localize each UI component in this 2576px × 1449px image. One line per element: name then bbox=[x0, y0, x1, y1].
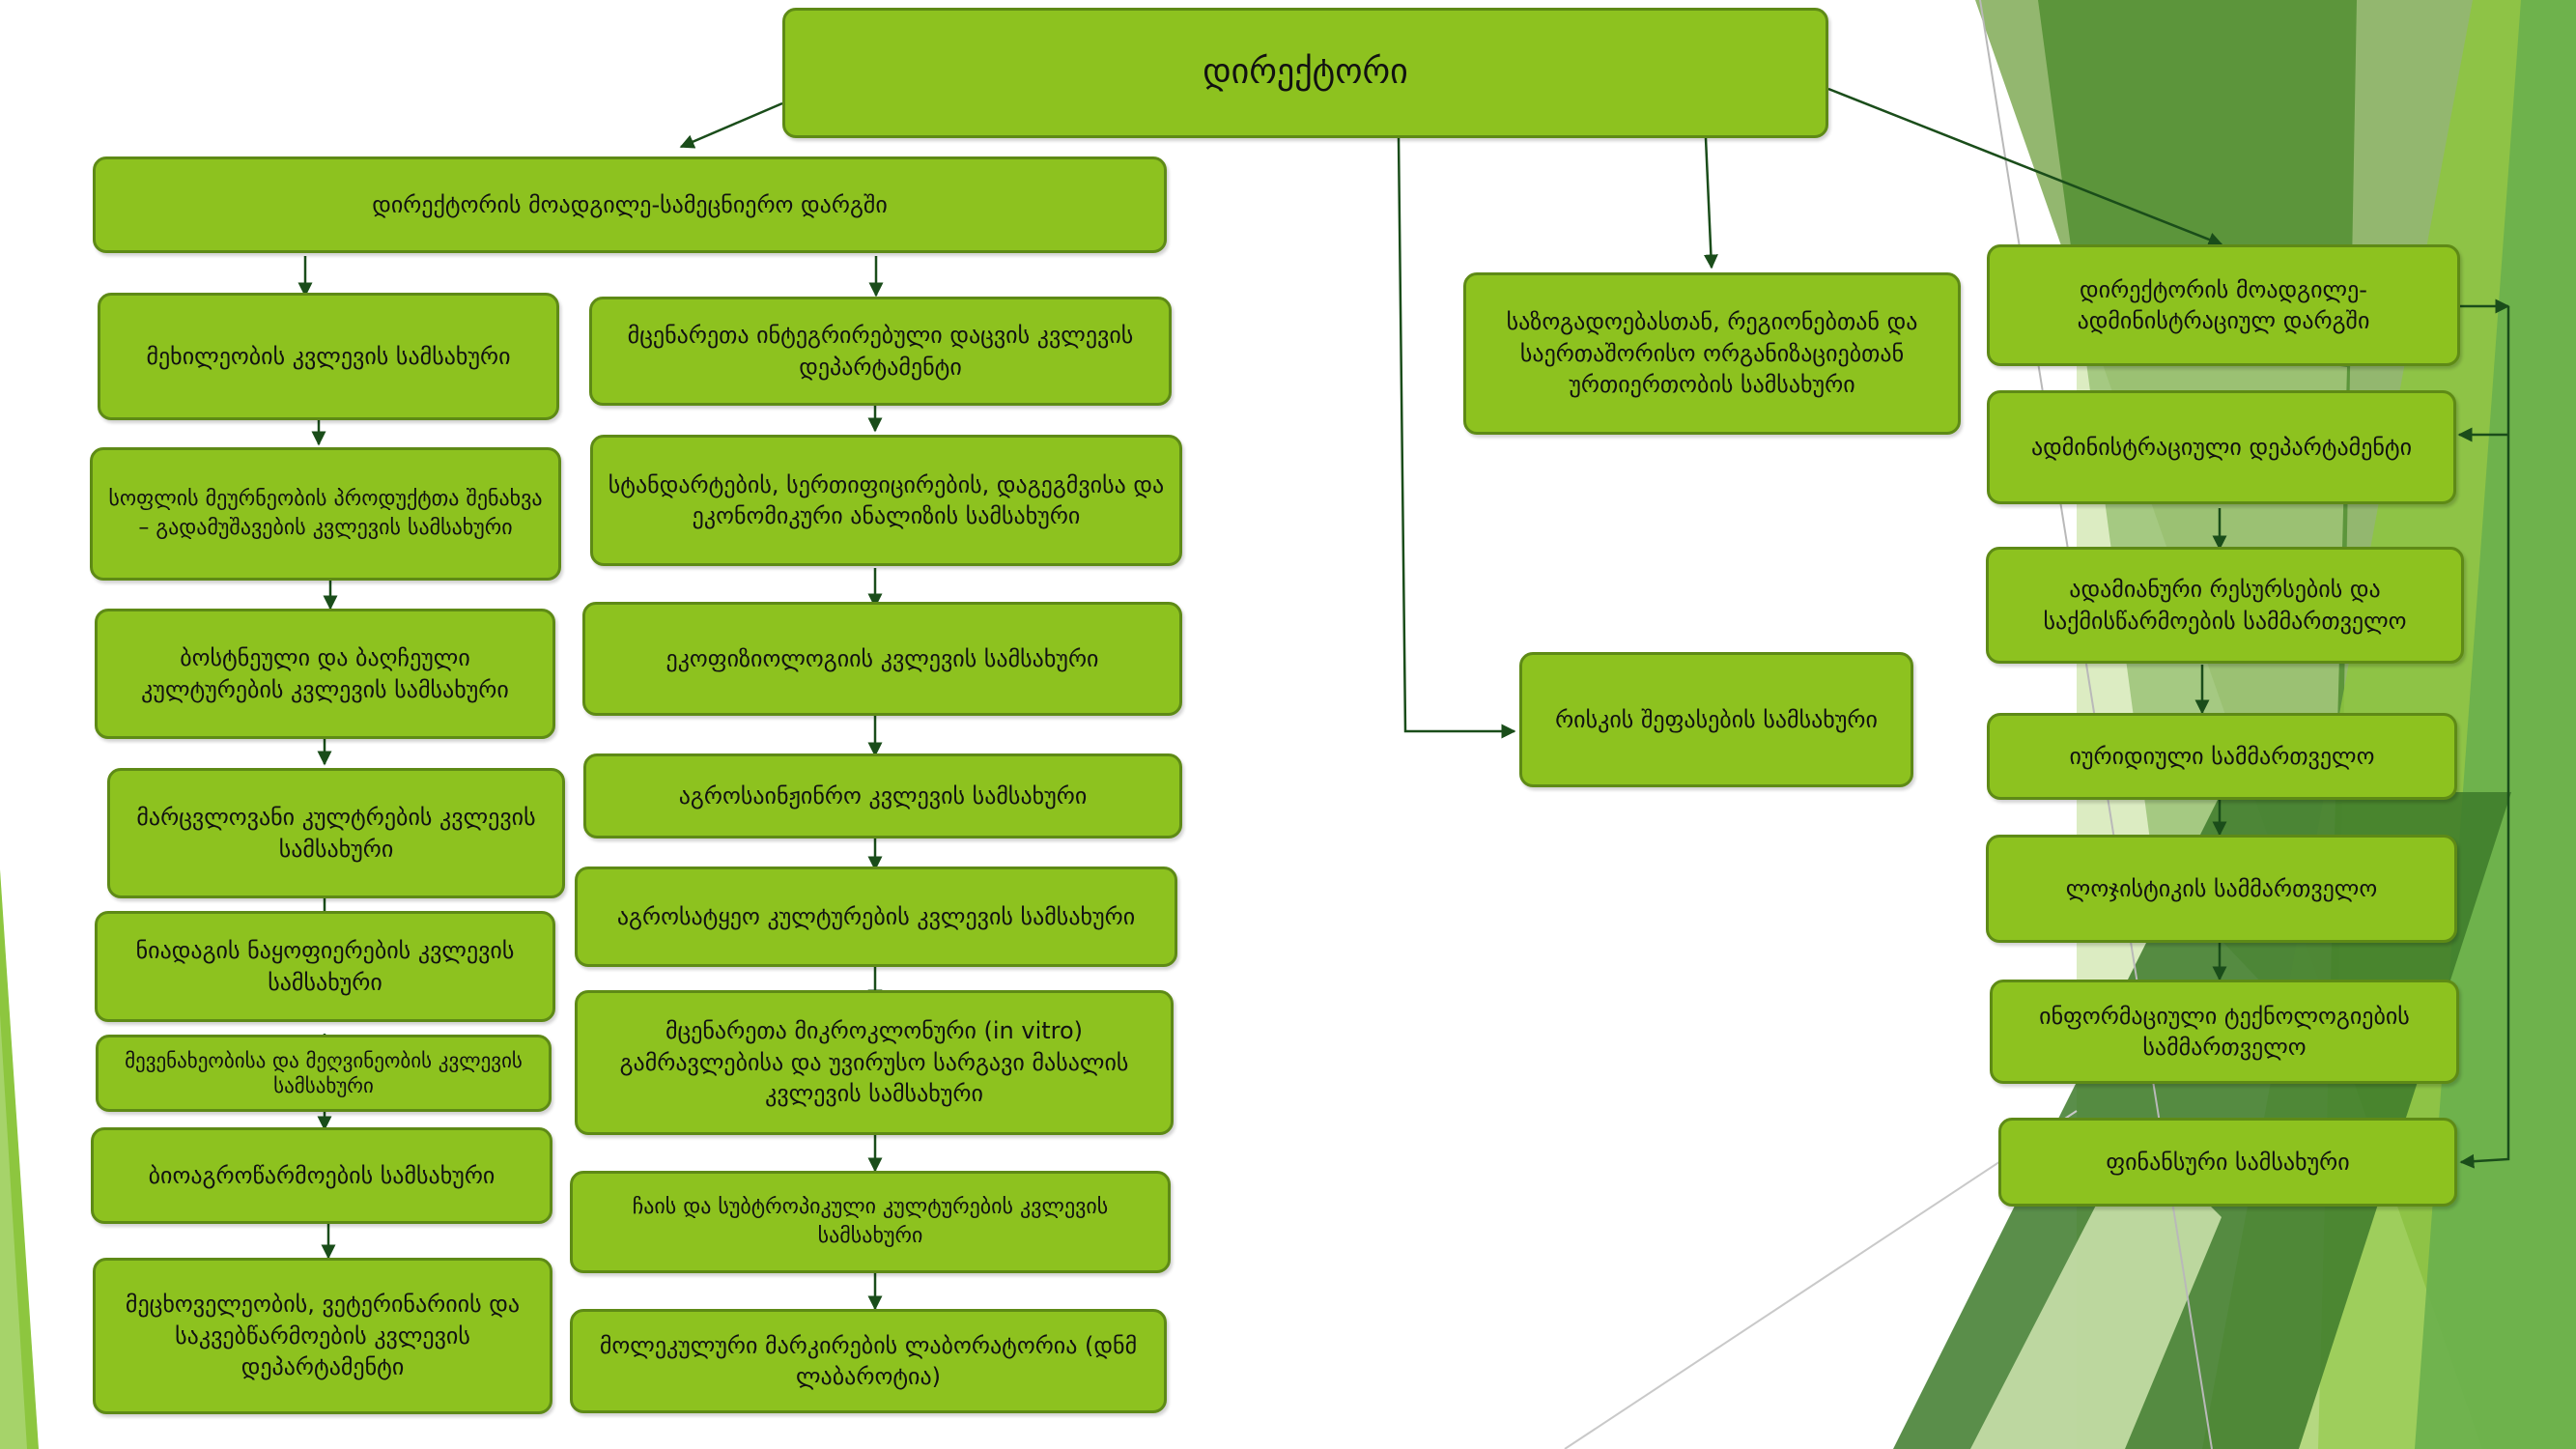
science-unit-label: მარცვლოვანი კულტრების კვლევის სამსახური bbox=[136, 804, 536, 863]
admin-unit-box-2: ადამიანური რესურსების და საქმისწარმოების… bbox=[1986, 547, 2464, 664]
science-unit-box-right-7: ჩაის და სუბტროპიკული კულტურების კვლევის … bbox=[570, 1171, 1171, 1273]
science-unit-label: ბოსტნეული და ბაღჩეული კულტურების კვლევის… bbox=[141, 644, 509, 703]
science-unit-label: მცენარეთა ინტეგრირებული დაცვის კვლევის დ… bbox=[627, 322, 1134, 381]
science-unit-box-right-1: მცენარეთა ინტეგრირებული დაცვის კვლევის დ… bbox=[589, 297, 1172, 406]
admin-deputy-label: დირექტორის მოადგილე-ადმინისტრაციულ დარგშ… bbox=[2077, 275, 2370, 334]
admin-unit-label: იურიდიული სამმართველო bbox=[2069, 742, 2375, 770]
science-unit-box-right-2: სტანდარტების, სერთიფიცირების, დაგეგმვისა… bbox=[590, 435, 1182, 566]
science-unit-box-right-8: მოლეკულური მარკირების ლაბორატორია (დნმ ლ… bbox=[570, 1309, 1167, 1413]
director-box: დირექტორი bbox=[782, 8, 1828, 138]
science-unit-box-left-1: მეხილეობის კვლევის სამსახური bbox=[98, 293, 559, 420]
science-unit-box-left-5: ნიადაგის ნაყოფიერების კვლევის სამსახური bbox=[95, 911, 555, 1022]
science-unit-box-right-4: აგროსაინჟინრო კვლევის სამსახური bbox=[583, 753, 1182, 838]
science-unit-label: ჩაის და სუბტროპიკული კულტურების კვლევის … bbox=[632, 1195, 1109, 1248]
public-relations-office-label: საზოგადოებასთან, რეგიონებთან და საერთაშო… bbox=[1506, 308, 1918, 399]
science-unit-label: მოლეკულური მარკირების ლაბორატორია (დნმ ლ… bbox=[599, 1331, 1138, 1390]
admin-unit-box-5: ინფორმაციული ტექნოლოგიების სამმართველო bbox=[1990, 980, 2459, 1084]
science-unit-label: მეხილეობის კვლევის სამსახური bbox=[146, 342, 511, 370]
science-unit-label: აგროსატყეო კულტურების კვლევის სამსახური bbox=[616, 902, 1136, 930]
admin-unit-label: ადამიანური რესურსების და საქმისწარმოების… bbox=[2043, 576, 2407, 635]
science-unit-box-left-8: მეცხოველეობის, ვეტერინარიის და საკვებწარ… bbox=[93, 1258, 552, 1414]
science-unit-label: მევენახეობისა და მეღვინეობის კვლევის სამ… bbox=[125, 1048, 523, 1097]
science-unit-label: აგროსაინჟინრო კვლევის სამსახური bbox=[678, 781, 1088, 810]
risk-assessment-office-label: რისკის შეფასების სამსახური bbox=[1555, 705, 1878, 733]
science-unit-box-right-6: მცენარეთა მიკროკლონური (in vitro) გამრავ… bbox=[575, 990, 1174, 1135]
admin-unit-box-1: ადმინისტრაციული დეპარტამენტი bbox=[1987, 390, 2456, 504]
admin-deputy-box: დირექტორის მოადგილე-ადმინისტრაციულ დარგშ… bbox=[1987, 244, 2460, 366]
science-unit-box-left-6: მევენახეობისა და მეღვინეობის კვლევის სამ… bbox=[96, 1035, 552, 1112]
public-relations-office-box: საზოგადოებასთან, რეგიონებთან და საერთაშო… bbox=[1463, 272, 1961, 435]
science-unit-box-left-7: ბიოაგროწარმოების სამსახური bbox=[91, 1127, 552, 1224]
science-unit-label: ნიადაგის ნაყოფიერების კვლევის სამსახური bbox=[135, 937, 515, 996]
science-deputy-box: დირექტორის მოადგილე-სამეცნიერო დარგში bbox=[93, 156, 1167, 253]
admin-unit-label: ფინანსური სამსახური bbox=[2106, 1148, 2350, 1176]
science-unit-label: ბიოაგროწარმოების სამსახური bbox=[148, 1161, 495, 1189]
science-unit-box-left-2: სოფლის მეურნეობის პროდუქტთა შენახვა – გა… bbox=[90, 447, 561, 581]
director-label: დირექტორი bbox=[1203, 52, 1408, 93]
science-unit-box-right-5: აგროსატყეო კულტურების კვლევის სამსახური bbox=[575, 867, 1177, 967]
science-deputy-label: დირექტორის მოადგილე-სამეცნიერო დარგში bbox=[372, 190, 888, 218]
science-unit-label: სოფლის მეურნეობის პროდუქტთა შენახვა – გა… bbox=[108, 487, 543, 540]
risk-assessment-office-box: რისკის შეფასების სამსახური bbox=[1519, 652, 1913, 787]
admin-unit-box-4: ლოჯისტიკის სამმართველო bbox=[1986, 835, 2457, 943]
admin-unit-label: ლოჯისტიკის სამმართველო bbox=[2065, 874, 2378, 902]
science-unit-box-left-4: მარცვლოვანი კულტრების კვლევის სამსახური bbox=[107, 768, 565, 898]
science-unit-label: მეცხოველეობის, ვეტერინარიის და საკვებწარ… bbox=[125, 1291, 521, 1381]
science-unit-box-right-3: ეკოფიზიოლოგიის კვლევის სამსახური bbox=[582, 602, 1182, 716]
admin-unit-label: ინფორმაციული ტექნოლოგიების სამმართველო bbox=[2039, 1002, 2410, 1061]
science-unit-label: სტანდარტების, სერთიფიცირების, დაგეგმვისა… bbox=[608, 470, 1165, 529]
science-unit-label: ეკოფიზიოლოგიის კვლევის სამსახური bbox=[665, 644, 1099, 672]
science-unit-label: მცენარეთა მიკროკლონური (in vitro) გამრავ… bbox=[619, 1017, 1129, 1108]
admin-unit-box-6: ფინანსური სამსახური bbox=[1998, 1118, 2457, 1207]
admin-unit-label: ადმინისტრაციული დეპარტამენტი bbox=[2030, 433, 2413, 461]
admin-unit-box-3: იურიდიული სამმართველო bbox=[1987, 713, 2457, 800]
science-unit-box-left-3: ბოსტნეული და ბაღჩეული კულტურების კვლევის… bbox=[95, 609, 555, 739]
